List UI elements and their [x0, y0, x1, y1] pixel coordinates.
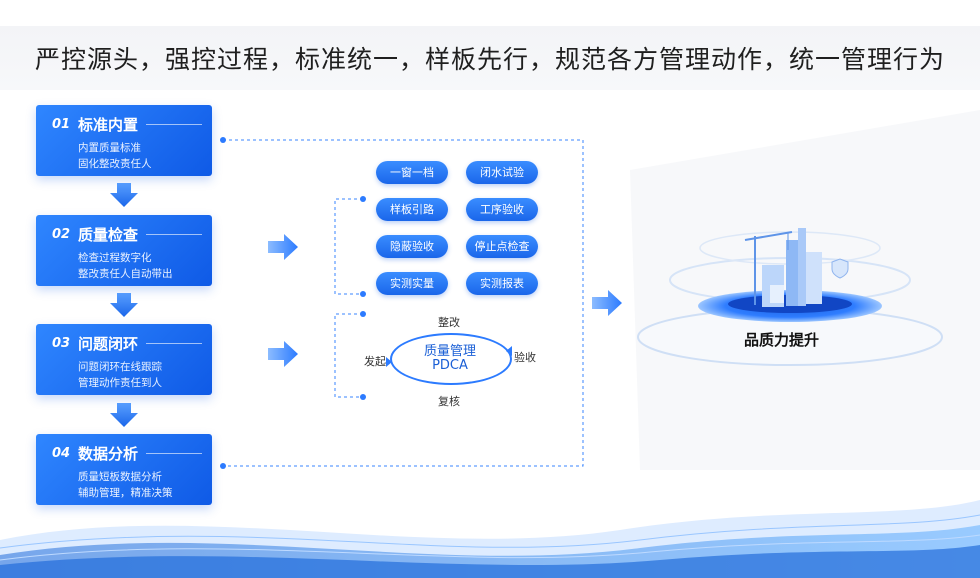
pill-actual-measure: 实测实量 [376, 272, 448, 295]
step-divider [146, 124, 202, 125]
step-desc-line2: 辅助管理，精准决策 [78, 487, 173, 499]
pdca-label-accept: 验收 [514, 351, 536, 364]
right-arrow-3 [592, 290, 622, 316]
step-title: 问题闭环 [78, 335, 139, 353]
pdca-label-review: 复核 [438, 395, 460, 408]
step-desc-line1: 质量短板数据分析 [78, 471, 162, 483]
dashed-connectors [223, 139, 584, 467]
step-desc-line1: 问题闭环在线跟踪 [78, 361, 162, 373]
step-desc-line2: 管理动作责任到人 [78, 377, 162, 389]
pill-water-test: 闭水试验 [466, 161, 538, 184]
page-title: 严控源头，强控过程，标准统一，样板先行，规范各方管理动作，统一管理行为 [34, 45, 945, 74]
step-divider [146, 453, 202, 454]
pill-sample-guide: 样板引路 [376, 198, 448, 221]
step-desc-line1: 检查过程数字化 [78, 252, 152, 264]
pdca-arrow-left [386, 357, 392, 367]
step-title: 数据分析 [78, 445, 139, 463]
step-title: 标准内置 [78, 116, 139, 134]
step-3-card: 03 问题闭环 问题闭环在线跟踪 管理动作责任到人 [36, 324, 212, 395]
pill-process-acceptance: 工序验收 [466, 198, 538, 221]
step-desc-line2: 固化整改责任人 [78, 158, 152, 170]
pill-stop-point-check: 停止点检查 [466, 235, 538, 258]
pdca-label-rectify: 整改 [438, 316, 460, 329]
bottom-wave [0, 500, 980, 578]
step-desc-line2: 整改责任人自动带出 [78, 268, 173, 280]
step-number: 03 [52, 336, 71, 351]
quality-platform-graphic [637, 228, 943, 366]
pdca-label-initiate: 发起 [364, 355, 386, 368]
title-banner [0, 26, 980, 90]
step-title: 质量检查 [78, 226, 139, 244]
step-4-card: 04 数据分析 质量短板数据分析 辅助管理，精准决策 [36, 434, 212, 505]
pill-hidden-acceptance: 隐蔽验收 [376, 235, 448, 258]
pdca-cycle-ring [390, 333, 512, 385]
down-arrow-2 [110, 293, 138, 317]
connector-dots [220, 137, 366, 469]
result-label: 品质力提升 [744, 331, 820, 349]
step-number: 02 [52, 227, 71, 242]
right-arrow-1 [268, 234, 298, 260]
step-2-card: 02 质量检查 检查过程数字化 整改责任人自动带出 [36, 215, 212, 286]
step-number: 01 [52, 117, 71, 132]
step-1-card: 01 标准内置 内置质量标准 固化整改责任人 [36, 105, 212, 176]
down-arrow-3 [110, 403, 138, 427]
right-arrow-2 [268, 341, 298, 367]
pdca-center-line1: 质量管理 [423, 344, 476, 359]
pill-measure-report: 实测报表 [466, 272, 538, 295]
step-divider [146, 343, 202, 344]
down-arrow-1 [110, 183, 138, 207]
pdca-center-line2: PDCA [432, 358, 468, 373]
pill-one-window-file: 一窗一档 [376, 161, 448, 184]
step-divider [146, 234, 202, 235]
step-desc-line1: 内置质量标准 [78, 142, 141, 154]
step-number: 04 [52, 446, 71, 461]
